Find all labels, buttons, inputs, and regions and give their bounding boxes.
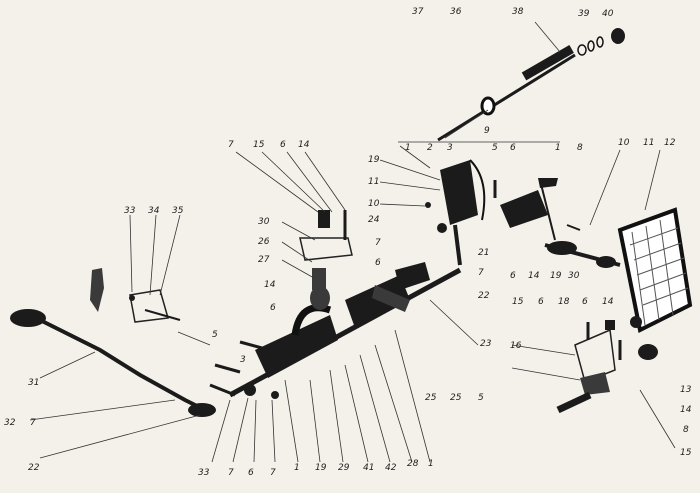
label: 7 <box>270 468 276 478</box>
label: 37 <box>412 7 424 17</box>
label: 19 <box>550 271 562 281</box>
pedal-lever-assembly <box>425 159 558 266</box>
label: 9 <box>484 126 490 136</box>
label: 6 <box>538 297 544 307</box>
left-control-rod <box>10 309 216 417</box>
label: 1 <box>555 143 561 153</box>
label: 1 <box>428 459 434 469</box>
label: 35 <box>172 206 184 216</box>
label: 1 <box>294 463 300 473</box>
callout-labels: 37 36 38 39 40 9 7 15 6 14 1 2 3 5 6 1 8… <box>4 7 692 478</box>
label: 22 <box>478 291 490 301</box>
label: 30 <box>258 217 270 227</box>
label: 19 <box>368 155 380 165</box>
label: 40 <box>602 9 614 19</box>
label: 26 <box>258 237 270 247</box>
label: 14 <box>298 140 310 150</box>
label: 19 <box>315 463 327 473</box>
label: 10 <box>618 138 630 148</box>
label: 12 <box>664 138 676 148</box>
label: 7 <box>228 140 234 150</box>
label: 5 <box>478 393 484 403</box>
label: 33 <box>124 206 136 216</box>
label: 15 <box>512 297 524 307</box>
label: 11 <box>368 177 379 187</box>
label: 8 <box>683 425 689 435</box>
label: 36 <box>450 7 462 17</box>
label: 14 <box>602 297 614 307</box>
central-shaft-assembly <box>209 210 462 399</box>
label: 6 <box>375 258 381 268</box>
label: 29 <box>338 463 350 473</box>
label: 6 <box>280 140 286 150</box>
label: 3 <box>240 355 246 365</box>
label: 6 <box>582 297 588 307</box>
label: 33 <box>198 468 210 478</box>
label: 5 <box>492 143 498 153</box>
label: 7 <box>30 418 36 428</box>
label: 13 <box>680 385 692 395</box>
label: 14 <box>528 271 540 281</box>
label: 15 <box>253 140 265 150</box>
label: 6 <box>270 303 276 313</box>
upper-rod-assembly <box>437 28 625 142</box>
label: 6 <box>510 271 516 281</box>
label: 31 <box>28 378 39 388</box>
label: 3 <box>447 143 453 153</box>
label: 1 <box>405 143 411 153</box>
label: 39 <box>578 9 590 19</box>
label: 11 <box>643 138 654 148</box>
label: 7 <box>228 468 234 478</box>
label: 8 <box>577 143 583 153</box>
label: 34 <box>148 206 160 216</box>
label: 15 <box>680 448 692 458</box>
label: 6 <box>248 468 254 478</box>
label: 41 <box>363 463 374 473</box>
label: 16 <box>510 341 522 351</box>
label: 6 <box>510 143 516 153</box>
label: 32 <box>4 418 16 428</box>
label: 28 <box>407 459 419 469</box>
leader-lines <box>29 21 676 463</box>
label: 42 <box>385 463 397 473</box>
label: 14 <box>680 405 692 415</box>
label: 30 <box>568 271 580 281</box>
lower-right-bracket <box>556 320 658 414</box>
label: 10 <box>368 199 380 209</box>
label: 14 <box>264 280 276 290</box>
label: 38 <box>512 7 524 17</box>
label: 5 <box>212 330 218 340</box>
label: 22 <box>28 463 40 473</box>
left-bracket <box>90 268 181 323</box>
label: 18 <box>558 297 570 307</box>
label: 21 <box>478 248 489 258</box>
label: 24 <box>368 215 380 225</box>
label: 7 <box>478 268 484 278</box>
accelerator-pedal <box>544 207 693 333</box>
label: 27 <box>258 255 270 265</box>
label: 23 <box>480 339 492 349</box>
label: 25 <box>425 393 437 403</box>
label: 25 <box>450 393 462 403</box>
label: 2 <box>427 143 433 153</box>
label: 7 <box>375 238 381 248</box>
